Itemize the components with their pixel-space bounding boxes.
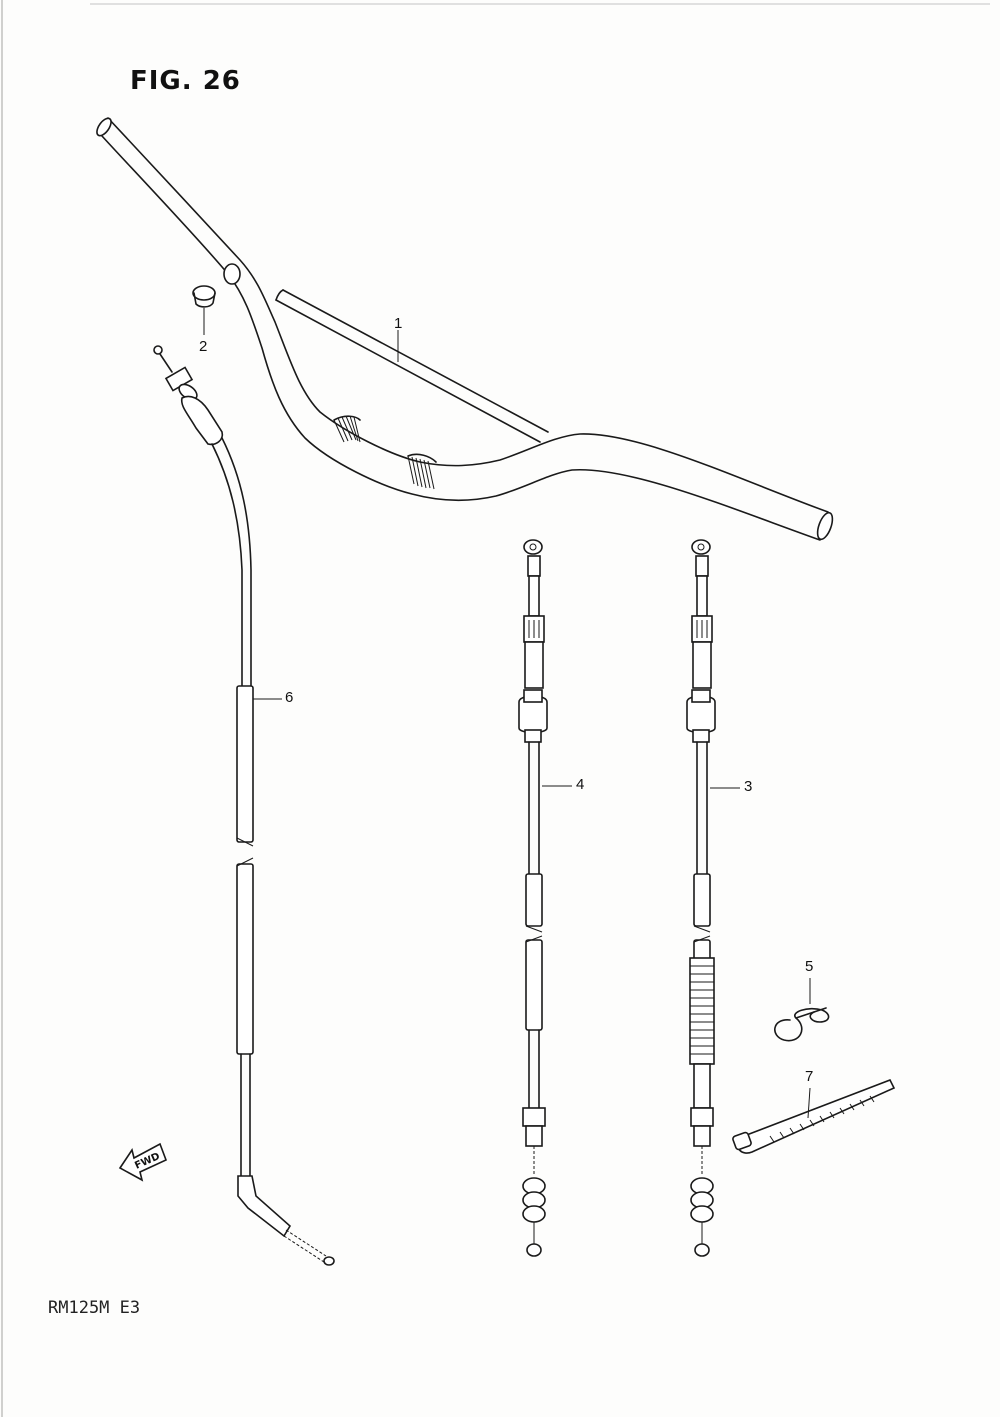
callout-6: 6	[285, 689, 294, 706]
callout-7: 7	[805, 1068, 814, 1085]
figure-title: FIG. 26	[130, 66, 241, 96]
spring-clip-icon	[774, 1007, 830, 1042]
plug-icon	[192, 285, 216, 308]
forward-arrow-icon: FWD	[118, 1142, 168, 1182]
callout-2: 2	[199, 338, 208, 355]
callout-3: 3	[744, 778, 753, 795]
throttle-cable-icon	[153, 345, 335, 1266]
callout-1: 1	[394, 315, 403, 332]
clutch-cable-icon	[686, 539, 716, 1257]
model-code: RM125M E3	[48, 1298, 141, 1318]
callout-5: 5	[805, 958, 814, 975]
callout-4: 4	[576, 776, 585, 793]
handlebar-icon	[96, 117, 834, 541]
brake-cable-icon	[518, 539, 548, 1257]
cable-tie-icon	[732, 1078, 896, 1154]
